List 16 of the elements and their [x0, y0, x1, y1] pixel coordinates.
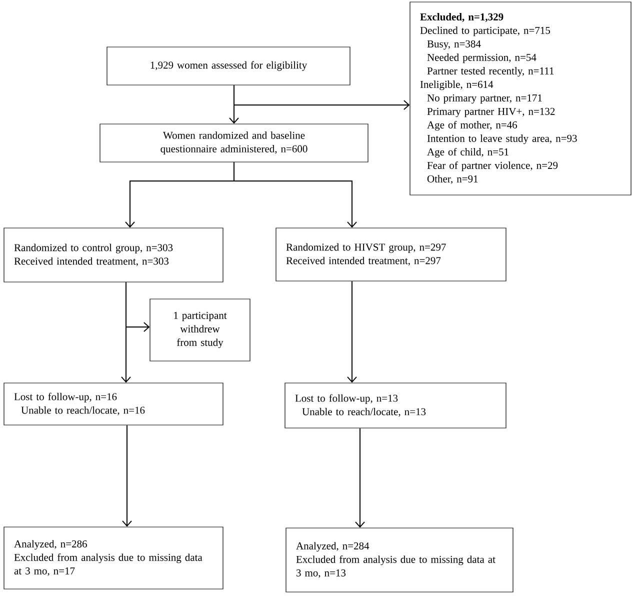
arrow: [347, 280, 357, 383]
arrow: [121, 282, 131, 383]
process-box: Randomized to HIVST group, n=297 Received intended treatment, n=297: [276, 228, 506, 282]
process-box: 1,929 women assessed for eligibility: [106, 46, 350, 86]
arrow: [122, 424, 132, 527]
process-box: Lost to follow-up, n=13 Unable to reach/locate, n=13: [284, 382, 506, 428]
exclusion-box: Excluded, n=1,329 Declined to participate, n=715 Busy, n=384 Needed permission, n=54 Partner tested recently, n=111 Ineligible, n=614 No primary partner, n=171 Primary partner HIV+, n=132 Age of mother, n=46 Intention to leave study area, n=93 Age of child, n=51 Fear of partner violence, n=29 Other, n=91: [410, 2, 632, 196]
arrow: [234, 84, 410, 110]
process-box: Lost to follow-up, n=16 Unable to reach/locate, n=16: [4, 382, 224, 426]
process-box: Randomized to control group, n=303 Received intended treatment, n=303: [4, 228, 224, 282]
arrow: [355, 428, 365, 528]
exclusion-box: 1 participant withdrew from study: [150, 298, 250, 362]
process-box: Analyzed, n=286 Excluded from analysis due to missing data at 3 mo, n=17: [4, 526, 224, 590]
process-box: Women randomized and baseline questionnaire administered, n=600: [100, 124, 368, 162]
arrow: [234, 162, 357, 228]
process-box: Analyzed, n=284 Excluded from analysis due to missing data at 3 mo, n=13: [286, 528, 514, 592]
